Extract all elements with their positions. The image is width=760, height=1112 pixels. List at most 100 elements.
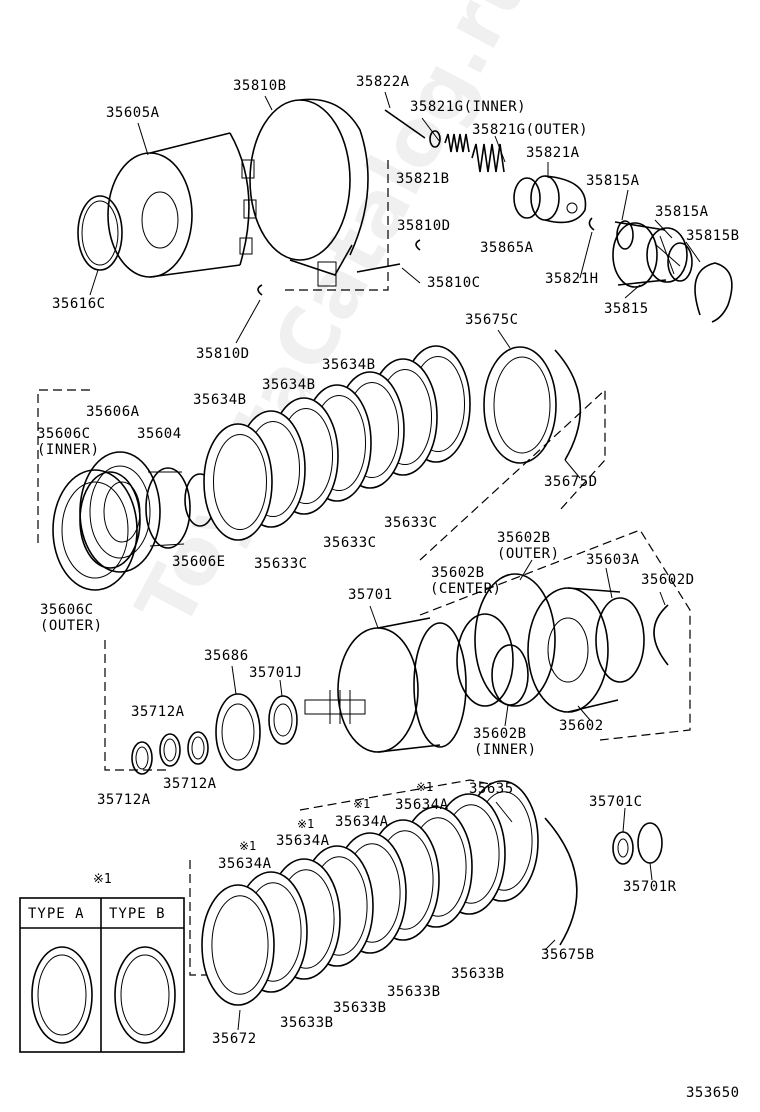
- part-35602-piston: [527, 587, 621, 713]
- part-35815a-seal-2: [667, 242, 693, 282]
- label-35822a: 35822A: [356, 74, 410, 90]
- part-35815a-seal: [616, 220, 634, 250]
- label-35810d-1: 35810D: [397, 218, 451, 234]
- legend-box: [19, 897, 185, 1053]
- part-35602b-center: [456, 613, 514, 707]
- label-35604: 35604: [137, 426, 182, 442]
- label-35633b-4: 35633B: [280, 1015, 334, 1031]
- part-35821a-piston: [530, 175, 587, 224]
- label-outer-tag-2: (OUTER): [497, 546, 560, 562]
- note-mark-1: ※1: [416, 780, 434, 794]
- label-35633b-1: 35633B: [451, 966, 505, 982]
- label-35605a: 35605A: [106, 105, 160, 121]
- label-35633c-2: 35633C: [323, 535, 377, 551]
- part-35822a-rod: [384, 109, 426, 139]
- label-35602b-inner: 35602B: [473, 726, 527, 742]
- part-35701j-bearing: [268, 695, 298, 745]
- label-35675c: 35675C: [465, 312, 519, 328]
- label-35634a-2: 35634A: [335, 814, 389, 830]
- label-35810d-2: 35810D: [196, 346, 250, 362]
- label-35821a: 35821A: [526, 145, 580, 161]
- label-inner-tag: (INNER): [37, 442, 100, 458]
- part-35602d-snapring: [653, 604, 669, 666]
- label-35712a-2: 35712A: [163, 776, 217, 792]
- legend-mark: ※1: [93, 872, 112, 887]
- note-mark-3: ※1: [297, 817, 315, 831]
- label-35634b-3: 35634B: [193, 392, 247, 408]
- part-35686-disc: [215, 693, 261, 771]
- label-35602: 35602: [559, 718, 604, 734]
- label-35686: 35686: [204, 648, 249, 664]
- label-35634a-4: 35634A: [218, 856, 272, 872]
- label-35815a-2: 35815A: [655, 204, 709, 220]
- label-35606c-outer: 35606C: [40, 602, 94, 618]
- label-35633c-1: 35633C: [384, 515, 438, 531]
- upper-clutch-plate-1: [203, 423, 273, 541]
- part-35603a-hub: [595, 597, 645, 683]
- label-35634a-1: 35634A: [395, 797, 449, 813]
- note-mark-2: ※1: [353, 797, 371, 811]
- part-35604-hub: [145, 467, 191, 549]
- label-35701: 35701: [348, 587, 393, 603]
- part-35815b-snapring: [694, 262, 733, 323]
- label-35633b-3: 35633B: [333, 1000, 387, 1016]
- part-35810c-pin: [356, 263, 401, 273]
- part-35712a-washer-2: [159, 733, 181, 767]
- label-35821g-outer: 35821G(OUTER): [472, 122, 589, 138]
- part-35712a-washer-1: [131, 741, 153, 775]
- label-35810c: 35810C: [427, 275, 481, 291]
- label-35701c: 35701C: [589, 794, 643, 810]
- label-35602b-center: 35602B: [431, 565, 485, 581]
- label-35675b: 35675B: [541, 947, 595, 963]
- label-35634b-2: 35634B: [262, 377, 316, 393]
- label-35701r: 35701R: [623, 879, 677, 895]
- label-35633c-3: 35633C: [254, 556, 308, 572]
- note-mark-4: ※1: [239, 839, 257, 853]
- part-35865a-ring: [513, 177, 541, 219]
- label-35602b-outer: 35602B: [497, 530, 551, 546]
- part-35821g-inner-spring: [444, 133, 470, 153]
- leader-lines: [89, 95, 701, 1031]
- legend-type-a: TYPE A: [28, 906, 85, 922]
- part-35821h-clip: [588, 217, 595, 231]
- part-35675d-snapring: [554, 349, 582, 461]
- label-center-tag: (CENTER): [430, 581, 502, 597]
- label-35603a: 35603A: [586, 552, 640, 568]
- label-inner-tag-2: (INNER): [474, 742, 537, 758]
- label-35616c: 35616C: [52, 296, 106, 312]
- lower-clutch-plate-1: [201, 884, 275, 1006]
- part-35602b-inner: [491, 644, 529, 706]
- label-35712a-1: 35712A: [131, 704, 185, 720]
- part-35701-drum: [304, 617, 467, 753]
- upper-clutch-plate-1-bore: [212, 433, 268, 531]
- label-35815: 35815: [604, 301, 649, 317]
- lower-clutch-plate-1-bore: [211, 895, 269, 995]
- label-35606a: 35606A: [86, 404, 140, 420]
- part-35616c-disc: [77, 195, 123, 271]
- label-35633b-2: 35633B: [387, 984, 441, 1000]
- part-35675c-plate: [483, 346, 557, 464]
- part-35606a-piston: [79, 451, 161, 573]
- label-35675d: 35675D: [544, 474, 598, 490]
- label-35635: 35635: [469, 781, 514, 797]
- label-35815b: 35815B: [686, 228, 740, 244]
- part-35821g-outer-spring: [471, 143, 505, 173]
- label-35865a: 35865A: [480, 240, 534, 256]
- label-35821b: 35821B: [396, 171, 450, 187]
- label-35810b: 35810B: [233, 78, 287, 94]
- label-35712a-3: 35712A: [97, 792, 151, 808]
- part-35810d-clip: [415, 239, 421, 251]
- part-35605a-drum: [107, 132, 257, 278]
- label-35606e: 35606E: [172, 554, 226, 570]
- part-35602b-outer: [474, 573, 556, 707]
- label-35701j: 35701J: [249, 665, 303, 681]
- part-35810b-band: [249, 98, 369, 287]
- label-35602d: 35602D: [641, 572, 695, 588]
- label-35672: 35672: [212, 1031, 257, 1047]
- part-35821b-washer: [429, 130, 441, 148]
- label-35606c-inner: 35606C: [37, 426, 91, 442]
- clutch-pack-lower: [201, 780, 539, 1006]
- part-35675b-snapring: [544, 817, 578, 946]
- label-35815a-1: 35815A: [586, 173, 640, 189]
